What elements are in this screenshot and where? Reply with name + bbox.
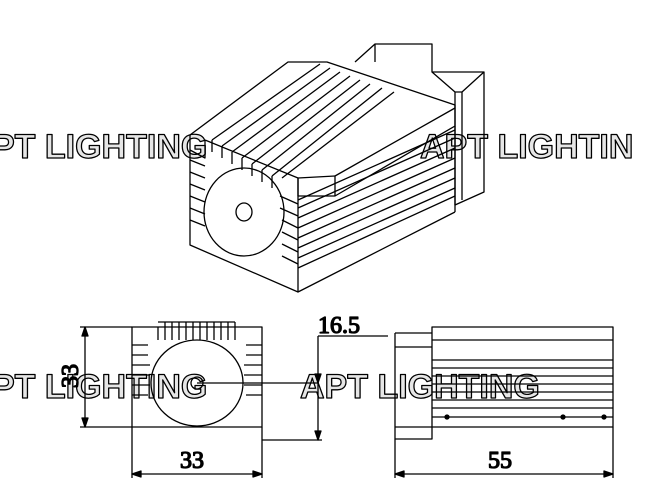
isometric-view <box>189 43 485 293</box>
laser-aperture <box>235 202 253 222</box>
dimension-height <box>80 326 132 428</box>
rear-connector <box>354 43 485 206</box>
side-view <box>394 326 614 440</box>
dimension-offset <box>262 335 388 441</box>
front-top-fins <box>157 321 236 340</box>
dimension-label-width: 33 <box>180 448 204 474</box>
watermark-text-left: PT LIGHTING <box>0 128 207 166</box>
watermark-text-bottom: APT LIGHTING <box>300 368 540 406</box>
watermark-text-bottom-left: PT LIGHTING <box>0 368 207 406</box>
front-view-outline <box>131 326 263 428</box>
dimension-label-length: 55 <box>488 448 512 474</box>
side-fins <box>297 126 456 293</box>
watermark-text-right: APT LIGHTIN <box>420 128 633 166</box>
front-face <box>189 150 299 293</box>
dimension-length <box>394 427 614 478</box>
top-fins <box>211 63 395 188</box>
side-view-body <box>431 326 614 428</box>
dimension-label-height: 33 <box>58 364 84 388</box>
dimension-width <box>131 427 263 478</box>
dimension-label-offset: 16.5 <box>318 313 360 339</box>
side-view-fins <box>432 339 613 418</box>
front-view <box>131 321 318 428</box>
lens-face <box>203 167 285 257</box>
